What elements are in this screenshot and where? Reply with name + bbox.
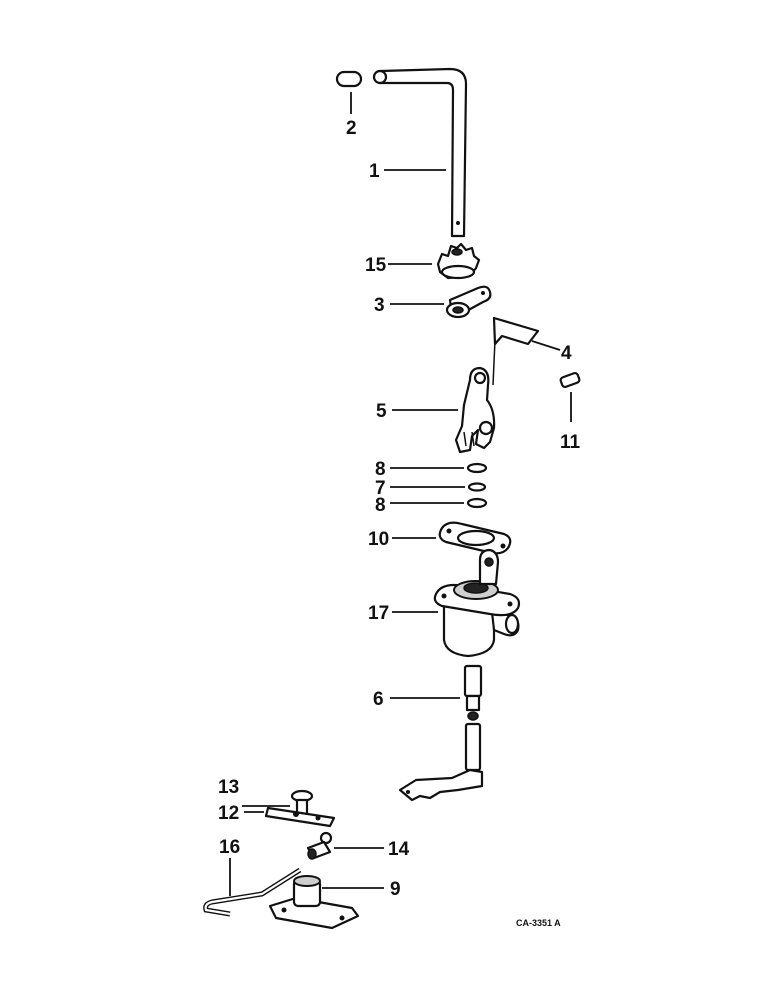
callout-label: 8 — [375, 459, 386, 480]
callout-label: 7 — [375, 478, 386, 499]
bolt-icon — [290, 789, 314, 818]
callout-label: 17 — [368, 603, 389, 624]
base-plate-icon — [268, 875, 360, 930]
link-plate-icon — [264, 806, 336, 828]
knob-icon — [335, 70, 363, 88]
valve-housing-icon — [433, 548, 521, 658]
wire-rod-icon — [203, 858, 302, 917]
leader-line — [531, 340, 561, 351]
callout-label: 5 — [376, 401, 387, 422]
o-ring-icon — [466, 462, 488, 474]
gasket-icon — [438, 521, 512, 555]
fork-lever-icon — [454, 366, 496, 454]
o-ring-icon — [466, 497, 488, 509]
callout-label: 3 — [374, 295, 385, 316]
o-ring-icon — [467, 482, 487, 492]
callout-label: 4 — [561, 343, 572, 364]
callout-label: 15 — [365, 255, 387, 276]
bracket-icon — [492, 316, 540, 386]
callout-label: 1 — [369, 161, 380, 182]
callout-label: 8 — [375, 495, 386, 516]
gear-icon — [436, 242, 481, 280]
drawing-code: CA-3351 A — [516, 918, 561, 928]
lever-arm-icon — [445, 285, 492, 319]
clevis-pin-icon — [306, 831, 333, 860]
shaft-icon — [398, 664, 484, 802]
pin-icon — [559, 371, 581, 389]
callout-label: 13 — [218, 777, 239, 798]
callout-label: 12 — [218, 803, 239, 824]
callout-label: 10 — [368, 529, 389, 550]
bent-rod-icon — [372, 67, 468, 238]
callout-label: 14 — [388, 839, 410, 860]
callout-label: 11 — [560, 432, 581, 453]
callout-label: 6 — [373, 689, 384, 710]
callout-label: 16 — [219, 837, 240, 858]
callout-label: 9 — [390, 879, 401, 900]
callout-label: 2 — [346, 118, 357, 139]
callout-labels: 2 1 15 3 4 5 11 8 7 8 10 17 6 13 12 14 1… — [218, 118, 581, 900]
